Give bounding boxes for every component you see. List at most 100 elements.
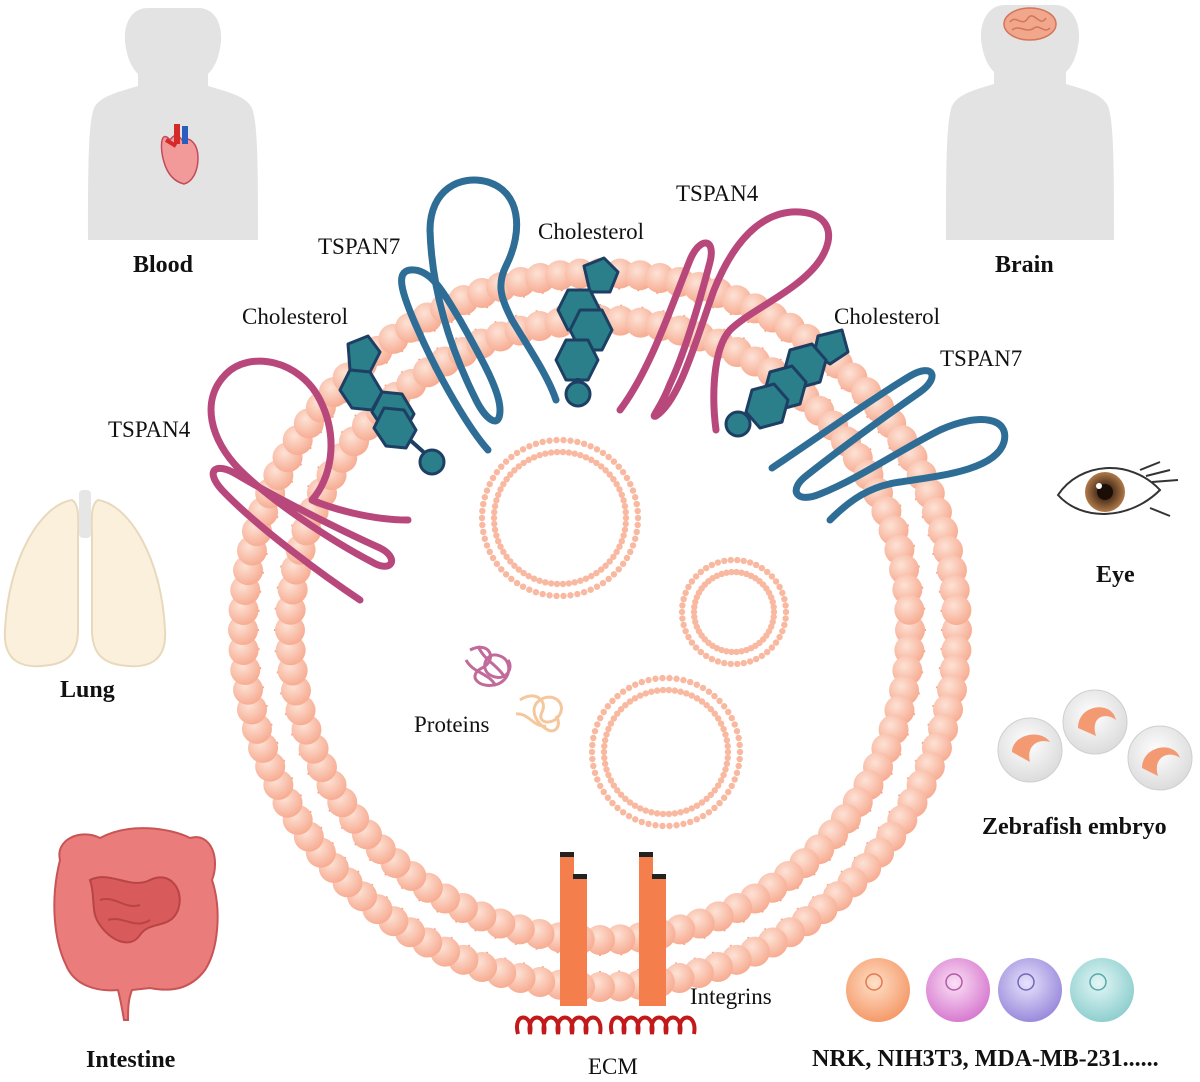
vesicle-lower-lipid (648, 809, 655, 816)
human-body-right (946, 5, 1114, 240)
vesicle-lower-lipid (637, 692, 644, 699)
vesicle-large-lipid (539, 590, 546, 598)
vesicle-lower-lipid (614, 787, 621, 794)
vesicle-lower-lipid (736, 741, 743, 749)
vesicle-medium-lipid (770, 603, 777, 611)
human-body-left (88, 8, 258, 240)
vesicle-large-lipid (542, 579, 549, 586)
vesicle-large-lipid (481, 535, 489, 542)
vesicle-large-lipid (502, 458, 510, 465)
vesicle-large-lipid (599, 579, 607, 587)
vesicle-medium-lipid (746, 658, 754, 665)
vesicle-medium-lipid (738, 648, 745, 655)
vesicle-large-lipid (593, 446, 601, 453)
vesicle-large-lipid (536, 577, 543, 584)
vesicle-lower-lipid (607, 720, 615, 727)
vesicle-medium-lipid (680, 595, 687, 603)
vesicle-medium-lipid (721, 659, 728, 667)
vesicle-large-lipid (520, 459, 527, 467)
vesicle-lower-lipid (717, 720, 725, 727)
vesicle-large-lipid (489, 554, 497, 562)
vesicle-large-lipid (498, 566, 505, 573)
vesicle-lower-lipid (597, 714, 604, 722)
vesicle-lower-lipid (722, 766, 729, 773)
vesicle-lower-lipid (617, 791, 625, 798)
vesicle-lower-lipid (723, 760, 731, 767)
vesicle-large-lipid (526, 443, 533, 450)
vesicle-lower-lipid (724, 742, 731, 750)
vesicle-lower-lipid (688, 692, 695, 699)
vesicle-large-lipid (597, 566, 605, 573)
integrins-icon (560, 852, 666, 1006)
vesicle-large-lipid (491, 520, 498, 528)
vesicle-large-lipid (582, 575, 590, 582)
vesicle-large-lipid (602, 467, 609, 474)
vesicle-medium-lipid (781, 621, 788, 629)
vesicle-lower-lipid (711, 787, 718, 794)
vesicle-large-lipid (493, 532, 500, 539)
vesicle-large-lipid (480, 500, 487, 508)
vesicle-large-lipid (495, 491, 502, 499)
eye-icon (1056, 461, 1179, 517)
lung-label: Lung (60, 677, 115, 703)
brain-icon (1003, 7, 1057, 41)
vesicle-lower-lipid (687, 678, 694, 686)
vesicle-lower-lipid (652, 675, 659, 682)
vesicle-large-lipid (633, 528, 640, 536)
vesicle-lower-lipid (683, 690, 690, 697)
vesicle-lower-lipid (659, 822, 666, 830)
vesicle-large-lipid (511, 562, 518, 569)
vesicle-lower-lipid (733, 727, 741, 735)
cholesterol-right-label: Cholesterol (834, 304, 940, 329)
vesicle-medium-lipid (708, 561, 716, 569)
vesicle-large-lipid (493, 560, 501, 568)
vesicle-lower-lipid (631, 695, 639, 702)
vesicle-large-lipid (610, 571, 618, 578)
vesicle-lower-lipid (632, 816, 639, 823)
vesicle-lower-lipid (652, 822, 659, 829)
vesicle-medium-lipid (702, 564, 710, 572)
vesicle-lower-lipid (614, 692, 621, 700)
vesicle-lower-lipid (610, 715, 618, 722)
vesicle-large-lipid (515, 566, 523, 573)
vesicle-lower-lipid (673, 675, 680, 682)
vesicle-large-lipid (491, 508, 498, 516)
vesicle-lower-lipid (736, 748, 744, 756)
vesicle-large-lipid (483, 487, 491, 494)
integrins-label: Integrins (690, 984, 772, 1009)
vesicle-medium-lipid (743, 646, 750, 654)
vesicle-medium-lipid (679, 602, 686, 609)
brain-human-silhouette (946, 5, 1114, 240)
vesicle-large-lipid (622, 508, 629, 516)
vesicle-large-lipid (629, 542, 637, 549)
vesicle-lower-lipid (688, 805, 695, 812)
vesicle-medium-lipid (733, 568, 740, 576)
vesicle-medium-lipid (769, 598, 776, 606)
vesicle-large-lipid (479, 521, 486, 529)
vesicle-large-lipid (503, 476, 510, 483)
vesicle-medium-lipid (691, 603, 698, 611)
vesicle-large-lipid (532, 440, 540, 448)
vesicle-large-lipid (559, 580, 567, 588)
vesicle-medium-lipid (763, 568, 771, 576)
vesicle-large-lipid (616, 543, 623, 550)
vesicle-medium-lipid (758, 652, 766, 660)
vesicle-large-lipid (547, 449, 555, 456)
vesicle-large-lipid (615, 566, 622, 573)
vesicle-large-lipid (497, 543, 504, 550)
vesicle-medium-lipid (721, 557, 728, 565)
vesicle-large-lipid (490, 514, 498, 522)
vesicle-lower-lipid (659, 810, 667, 818)
vesicle-lower-lipid (720, 703, 728, 710)
vesicle-large-lipid (621, 503, 629, 510)
vesicle-lower-lipid (589, 755, 596, 763)
intraluminal-vesicles (478, 436, 790, 830)
vesicle-medium-lipid (688, 639, 696, 646)
vesicle-lower-lipid (677, 809, 684, 816)
vesicle-lower-lipid (638, 678, 645, 686)
vesicle-lower-lipid (622, 795, 629, 803)
vesicle-large-lipid (605, 575, 612, 583)
vesicle-lower-lipid (626, 799, 634, 806)
vesicle-medium-lipid (782, 608, 790, 616)
vesicle-lower-lipid (677, 688, 684, 695)
